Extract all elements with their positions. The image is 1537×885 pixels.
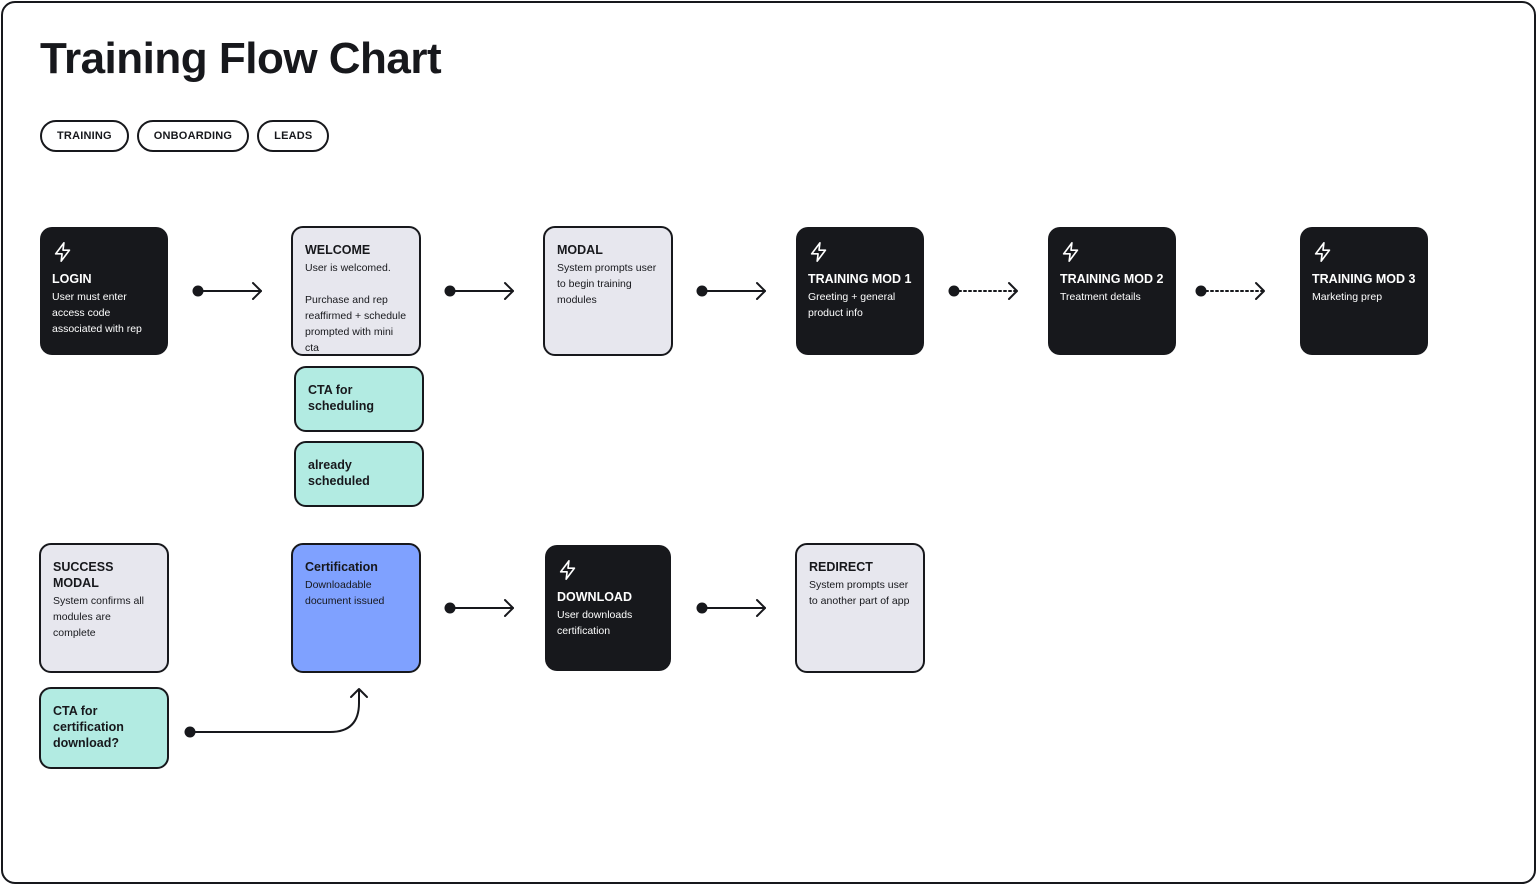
node-redirect[interactable]: REDIRECT System prompts user to another … xyxy=(795,543,925,673)
node-login[interactable]: LOGIN User must enter access code associ… xyxy=(40,227,168,355)
node-welcome[interactable]: WELCOME User is welcomed. Purchase and r… xyxy=(291,226,421,356)
node-title: WELCOME xyxy=(305,243,371,257)
node-description: User is welcomed. Purchase and rep reaff… xyxy=(305,262,407,354)
node-success-modal[interactable]: SUCCESS MODAL System confirms all module… xyxy=(39,543,169,673)
node-download[interactable]: DOWNLOAD User downloads certification xyxy=(545,545,671,671)
lightning-icon xyxy=(54,242,71,262)
node-title: CTA for scheduling xyxy=(308,383,374,413)
lightning-icon xyxy=(559,560,576,580)
node-title: MODAL xyxy=(557,243,603,257)
tag-training[interactable]: TRAINING xyxy=(40,120,129,152)
node-cta-scheduling[interactable]: CTA for scheduling xyxy=(294,366,424,432)
node-training-mod-3[interactable]: TRAINING MOD 3 Marketing prep xyxy=(1300,227,1428,355)
node-modal[interactable]: MODAL System prompts user to begin train… xyxy=(543,226,673,356)
node-title: LOGIN xyxy=(52,272,92,286)
node-training-mod-2[interactable]: TRAINING MOD 2 Treatment details xyxy=(1048,227,1176,355)
node-description: Greeting + general product info xyxy=(808,291,896,319)
node-description: System confirms all modules are complete xyxy=(53,595,145,639)
page-title: Training Flow Chart xyxy=(40,34,442,83)
node-description: System prompts user to begin training mo… xyxy=(557,262,657,306)
node-training-mod-1[interactable]: TRAINING MOD 1 Greeting + general produc… xyxy=(796,227,924,355)
node-description: User downloads certification xyxy=(557,609,633,637)
lightning-icon xyxy=(1314,242,1331,262)
node-title: TRAINING MOD 3 xyxy=(1312,272,1416,286)
tag-list: TRAINING ONBOARDING LEADS xyxy=(40,120,330,152)
lightning-icon xyxy=(810,242,827,262)
node-title: DOWNLOAD xyxy=(557,590,632,604)
node-description: Downloadable document issued xyxy=(305,579,385,607)
node-title: already scheduled xyxy=(308,458,370,488)
node-title: TRAINING MOD 1 xyxy=(808,272,912,286)
node-already-scheduled[interactable]: already scheduled xyxy=(294,441,424,507)
node-description: Marketing prep xyxy=(1312,291,1383,303)
tag-leads[interactable]: LEADS xyxy=(257,120,330,152)
node-description: System prompts user to another part of a… xyxy=(809,579,910,607)
node-description: Treatment details xyxy=(1060,291,1141,303)
node-title: TRAINING MOD 2 xyxy=(1060,272,1164,286)
node-title: CTA for certification download? xyxy=(53,704,124,750)
node-cta-certification[interactable]: CTA for certification download? xyxy=(39,687,169,769)
node-title: REDIRECT xyxy=(809,560,873,574)
node-certification[interactable]: Certification Downloadable document issu… xyxy=(291,543,421,673)
node-title: SUCCESS MODAL xyxy=(53,560,114,590)
node-title: Certification xyxy=(305,560,378,574)
node-description: User must enter access code associated w… xyxy=(52,291,142,335)
lightning-icon xyxy=(1062,242,1079,262)
tag-onboarding[interactable]: ONBOARDING xyxy=(136,120,250,152)
